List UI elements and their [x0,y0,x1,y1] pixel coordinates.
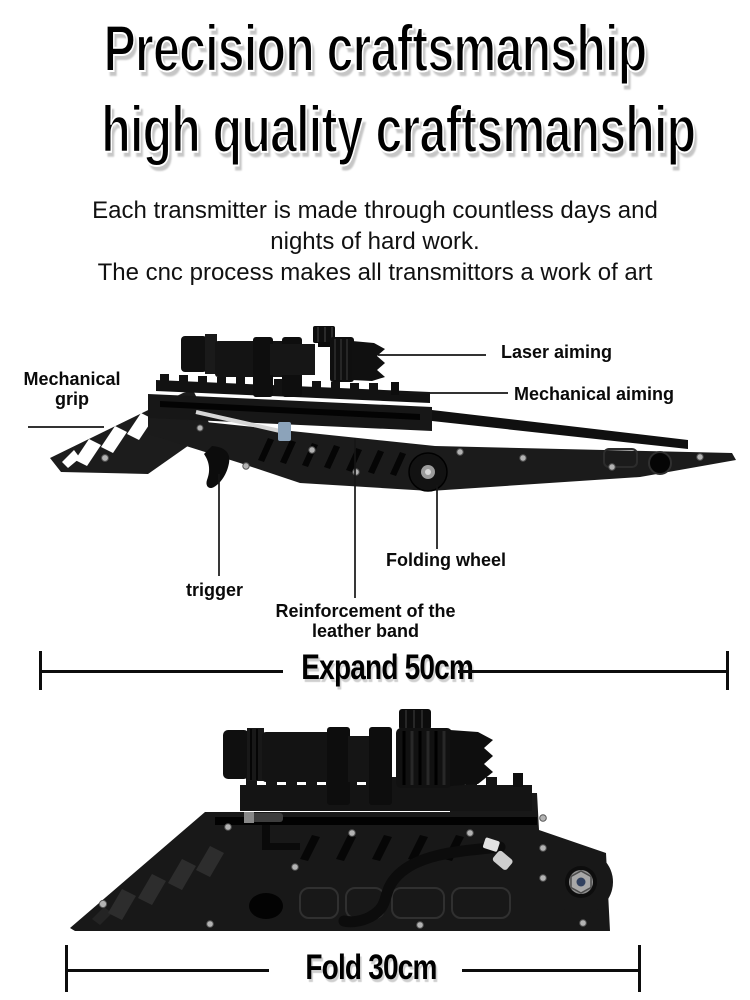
folded-wheel-part [565,866,597,898]
subtitle-line-2: nights of hard work. [270,228,480,255]
fold-dim-left-tick [65,945,68,992]
title-line-1: Precision craftsmanship [103,10,648,86]
fold-dim-right-tick [638,945,641,992]
fold-dim-label: Fold 30cm [305,948,437,987]
callout-mechanical-grip: Mechanical grip [12,369,132,409]
folded-body-part [70,793,613,931]
expanded-product-image [28,326,736,598]
page-title: Precision craftsmanship high quality cra… [0,8,750,170]
callout-mechanical-grip-line-1: Mechanical [23,369,121,389]
callout-trigger: trigger [186,580,244,600]
callout-lines [28,354,508,598]
expand-dim-left-line [42,670,283,673]
main-arm-part [148,410,736,491]
expand-dim-right-tick [726,651,729,690]
folding-wheel-part [408,452,448,492]
folded-product-image [70,709,613,931]
expand-dim-label: Expand 50cm [301,648,474,687]
callout-reinforcement-line-1: Reinforcement of the [275,601,456,621]
elastic-band-part [338,837,513,928]
expand-dim-left-tick [39,651,42,690]
laser-scope-part [181,326,385,397]
expand-dim-right-line [458,670,726,673]
callout-mechanical-grip-line-2: grip [55,389,89,409]
receiver-part [148,394,432,441]
subtitle-line-1: Each transmitter is made through countle… [92,197,658,224]
callout-reinforcement-line-2: leather band [311,621,420,641]
subtitle-line-3: The cnc process makes all transmittors a… [97,259,653,286]
folded-laser-scope-part [223,709,493,805]
callout-laser-aiming: Laser aiming [501,342,613,362]
callout-mechanical-aiming: Mechanical aiming [514,384,675,404]
fold-dim-left-line [68,969,269,972]
subtitle: Each transmitter is made through countle… [0,195,750,288]
callout-folding-wheel: Folding wheel [386,550,506,570]
callout-reinforcement: Reinforcement of the leather band [263,601,468,641]
trigger-part [204,446,230,489]
title-line-2: high quality craftsmanship [101,91,697,167]
fold-dim-right-line [462,969,638,972]
